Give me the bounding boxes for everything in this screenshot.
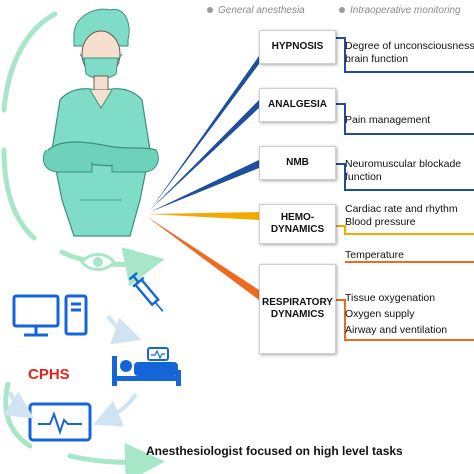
header-general-anesthesia: General anesthesia [207, 5, 305, 16]
bullet-icon [339, 7, 345, 14]
monitoring-line: brain function [345, 53, 409, 66]
category-label: HEMO- [280, 212, 315, 223]
category-respiratory-dynamics: RESPIRATORY DYNAMICS [259, 264, 336, 354]
box-connectors [336, 37, 474, 341]
category-label: HYPNOSIS [271, 41, 324, 52]
fan-connectors [146, 56, 259, 300]
computer-icon [12, 294, 88, 337]
category-hypnosis: HYPNOSIS [259, 30, 336, 64]
monitoring-line: Degree of unconsciousness [345, 40, 474, 52]
anesthesiologist-figure [42, 8, 159, 237]
patient-bed-icon [112, 347, 181, 386]
monitoring-line: Cardiac rate and rhythm [345, 203, 458, 215]
category-label: ANALGESIA [268, 99, 327, 110]
eye-icon [80, 253, 116, 271]
bullet-icon [207, 7, 213, 14]
footer-caption: Anesthesiologist focused on high level t… [146, 444, 403, 458]
monitoring-line: Temperature [345, 249, 404, 261]
header-col2-text: Intraoperative monitoring [350, 5, 461, 16]
monitoring-line: function [345, 171, 382, 184]
header-col1-text: General anesthesia [218, 5, 305, 16]
category-nmb: NMB [259, 146, 336, 180]
monitoring-line: Neuromuscular blockade [345, 158, 462, 170]
cphs-label: CPHS [28, 366, 70, 383]
monitoring-analgesia: Pain management [345, 114, 430, 127]
category-label: RESPIRATORY [262, 297, 333, 308]
monitoring-respiratory: Tissue oxygenation Oxygen supply Airway … [345, 291, 447, 338]
monitoring-line: Tissue oxygenation [345, 292, 436, 304]
category-label: DYNAMICS [270, 224, 325, 235]
monitor-icon [28, 402, 92, 442]
monitoring-line: Pain management [345, 114, 431, 126]
category-analgesia: ANALGESIA [259, 88, 336, 122]
monitoring-hemodynamics: Cardiac rate and rhythm Blood pressure [345, 203, 458, 229]
cycle-arrows [2, 314, 142, 427]
monitoring-hypnosis: Degree of unconsciousness brain function [345, 40, 474, 66]
monitoring-line: Oxygen supply [345, 307, 415, 320]
monitoring-nmb: Neuromuscular blockade function [345, 158, 461, 184]
category-label: NMB [286, 157, 309, 168]
feedback-loop [1, 11, 165, 474]
category-hemodynamics: HEMO- DYNAMICS [259, 204, 336, 244]
syringe-icon [128, 271, 164, 312]
category-label: DYNAMICS [270, 309, 325, 320]
header-intraoperative-monitoring: Intraoperative monitoring [339, 5, 461, 16]
monitoring-line: Blood pressure [345, 216, 416, 229]
monitoring-temperature: Temperature [345, 249, 404, 262]
monitoring-line: Airway and ventilation [345, 323, 448, 336]
